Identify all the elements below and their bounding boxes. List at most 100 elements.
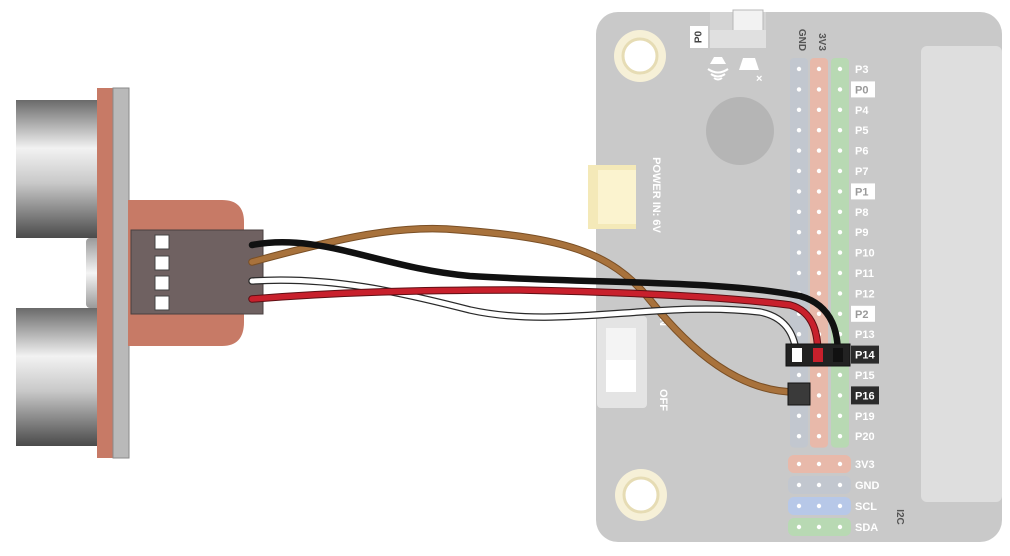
header-pin-P12 (837, 291, 843, 296)
bottom-pin (796, 503, 802, 509)
header-pin-P4 (837, 107, 843, 113)
p16-connector (787, 382, 811, 406)
pin-label-p14: P14 (855, 350, 875, 362)
header-pin-P16 (837, 393, 843, 398)
bottom-pin (837, 482, 843, 488)
header-pin-P1 (816, 189, 822, 194)
power-switch[interactable] (597, 316, 647, 408)
header-pin-P2 (816, 311, 822, 316)
buzzer (706, 97, 774, 165)
header-pin-P1 (796, 189, 802, 194)
pin-label-p3: P3 (855, 64, 868, 76)
header-pin-P3 (816, 66, 822, 72)
header-pin-P3 (837, 66, 843, 72)
pin-label-p6: P6 (855, 146, 868, 158)
sound-off-icon (739, 58, 759, 70)
header-pin-P1 (837, 189, 843, 194)
wire-brown (248, 224, 804, 396)
pin-box-p1 (851, 183, 875, 200)
header-pin-P5 (837, 128, 843, 133)
header-pin-P0 (837, 87, 843, 92)
header-pin-P9 (796, 230, 802, 235)
mounting-hole-bottom (615, 469, 667, 521)
pin-labels: P3P0P4P5P6P7P1P8P9P10P11P12P2P13P14P15P1… (851, 64, 879, 443)
pin-label-p19: P19 (855, 411, 875, 423)
bottom-label-scl: SCL (855, 501, 877, 513)
pin-label-p5: P5 (855, 125, 868, 137)
pin-label-p1: P1 (855, 186, 868, 198)
sensor-pcb (97, 88, 117, 458)
bottom-pin (837, 461, 843, 467)
header-pin-P4 (816, 107, 822, 113)
header-pin-P8 (837, 209, 843, 214)
pin-label-p15: P15 (855, 370, 875, 382)
header-pin-P8 (816, 209, 822, 214)
header-pin-P12 (816, 291, 822, 296)
header-pin-P13 (796, 332, 802, 337)
header-pin-P19 (837, 413, 843, 418)
pin-label-p20: P20 (855, 431, 875, 443)
connector-pins (154, 234, 170, 311)
pin-highlight-p14 (851, 345, 879, 364)
header-pin-P9 (837, 230, 843, 235)
header-pin-P10 (837, 250, 843, 255)
header-pin-P0 (816, 87, 822, 92)
bottom-pin (816, 503, 822, 509)
pin-label-p11: P11 (855, 268, 874, 280)
ultrasonic-sensor (16, 87, 264, 459)
sensor-connector (130, 229, 264, 315)
header-pin-P7 (837, 168, 843, 174)
header-pin-P16 (816, 393, 822, 398)
header-pin-P15 (796, 372, 802, 378)
header-pin-P10 (796, 250, 802, 255)
header-pin-P8 (796, 209, 802, 214)
pin-box-p0 (851, 81, 875, 98)
bottom-pin (837, 503, 843, 509)
bottom-label-sda: SDA (855, 522, 878, 534)
switch-on-label: N (657, 318, 669, 326)
pin-label-p9: P9 (855, 227, 868, 239)
pin-label-p2: P2 (855, 309, 868, 321)
bottom-label-gnd: GND (855, 480, 880, 492)
header-pin-P20 (837, 434, 843, 439)
bottom-label-3v3: 3V3 (855, 459, 875, 471)
bottom-pin (796, 461, 802, 467)
edge-connector-slot (921, 46, 1002, 502)
header-pin-P11 (837, 270, 843, 276)
header-pin-P15 (816, 372, 822, 378)
pin-label-p7: P7 (855, 166, 868, 178)
i2c-label: I2C (894, 509, 905, 525)
bottom-pin (796, 482, 802, 488)
header-pin-P6 (816, 148, 822, 153)
header-pin-P3 (796, 66, 802, 72)
header-pin-P0 (796, 87, 802, 92)
wire-red (248, 286, 822, 360)
power-label: POWER IN: 6V (650, 157, 662, 233)
pin-label-p10: P10 (855, 248, 875, 260)
pin-label-p13: P13 (855, 329, 875, 341)
header-pin-P7 (816, 168, 822, 174)
transducer-bottom (16, 308, 100, 446)
pin-highlight-p16 (851, 386, 879, 405)
buzzer-jumper-label: P0 (694, 30, 705, 43)
bottom-pin (816, 524, 822, 530)
header-pin-P4 (796, 107, 802, 113)
switch-off-label: OFF (657, 389, 669, 411)
header-pin-P10 (816, 250, 822, 255)
v3v3-column-label: 3V3 (816, 33, 827, 51)
pin-label-p0: P0 (855, 84, 868, 96)
gnd-column-label: GND (796, 29, 807, 51)
header-pin-P7 (796, 168, 802, 174)
bottom-pin (816, 482, 822, 488)
wire-black (248, 239, 842, 360)
header-pin-P2 (837, 311, 843, 316)
bottom-pin (816, 461, 822, 467)
header-pin-P11 (816, 270, 822, 276)
buzzer-jumper[interactable]: P0 (690, 9, 766, 48)
transducer-top (16, 100, 100, 238)
header-pin-P20 (816, 434, 822, 439)
header-pin-P6 (796, 148, 802, 153)
expansion-board: P0 × POWER IN: 6V N OFF (588, 9, 1002, 542)
